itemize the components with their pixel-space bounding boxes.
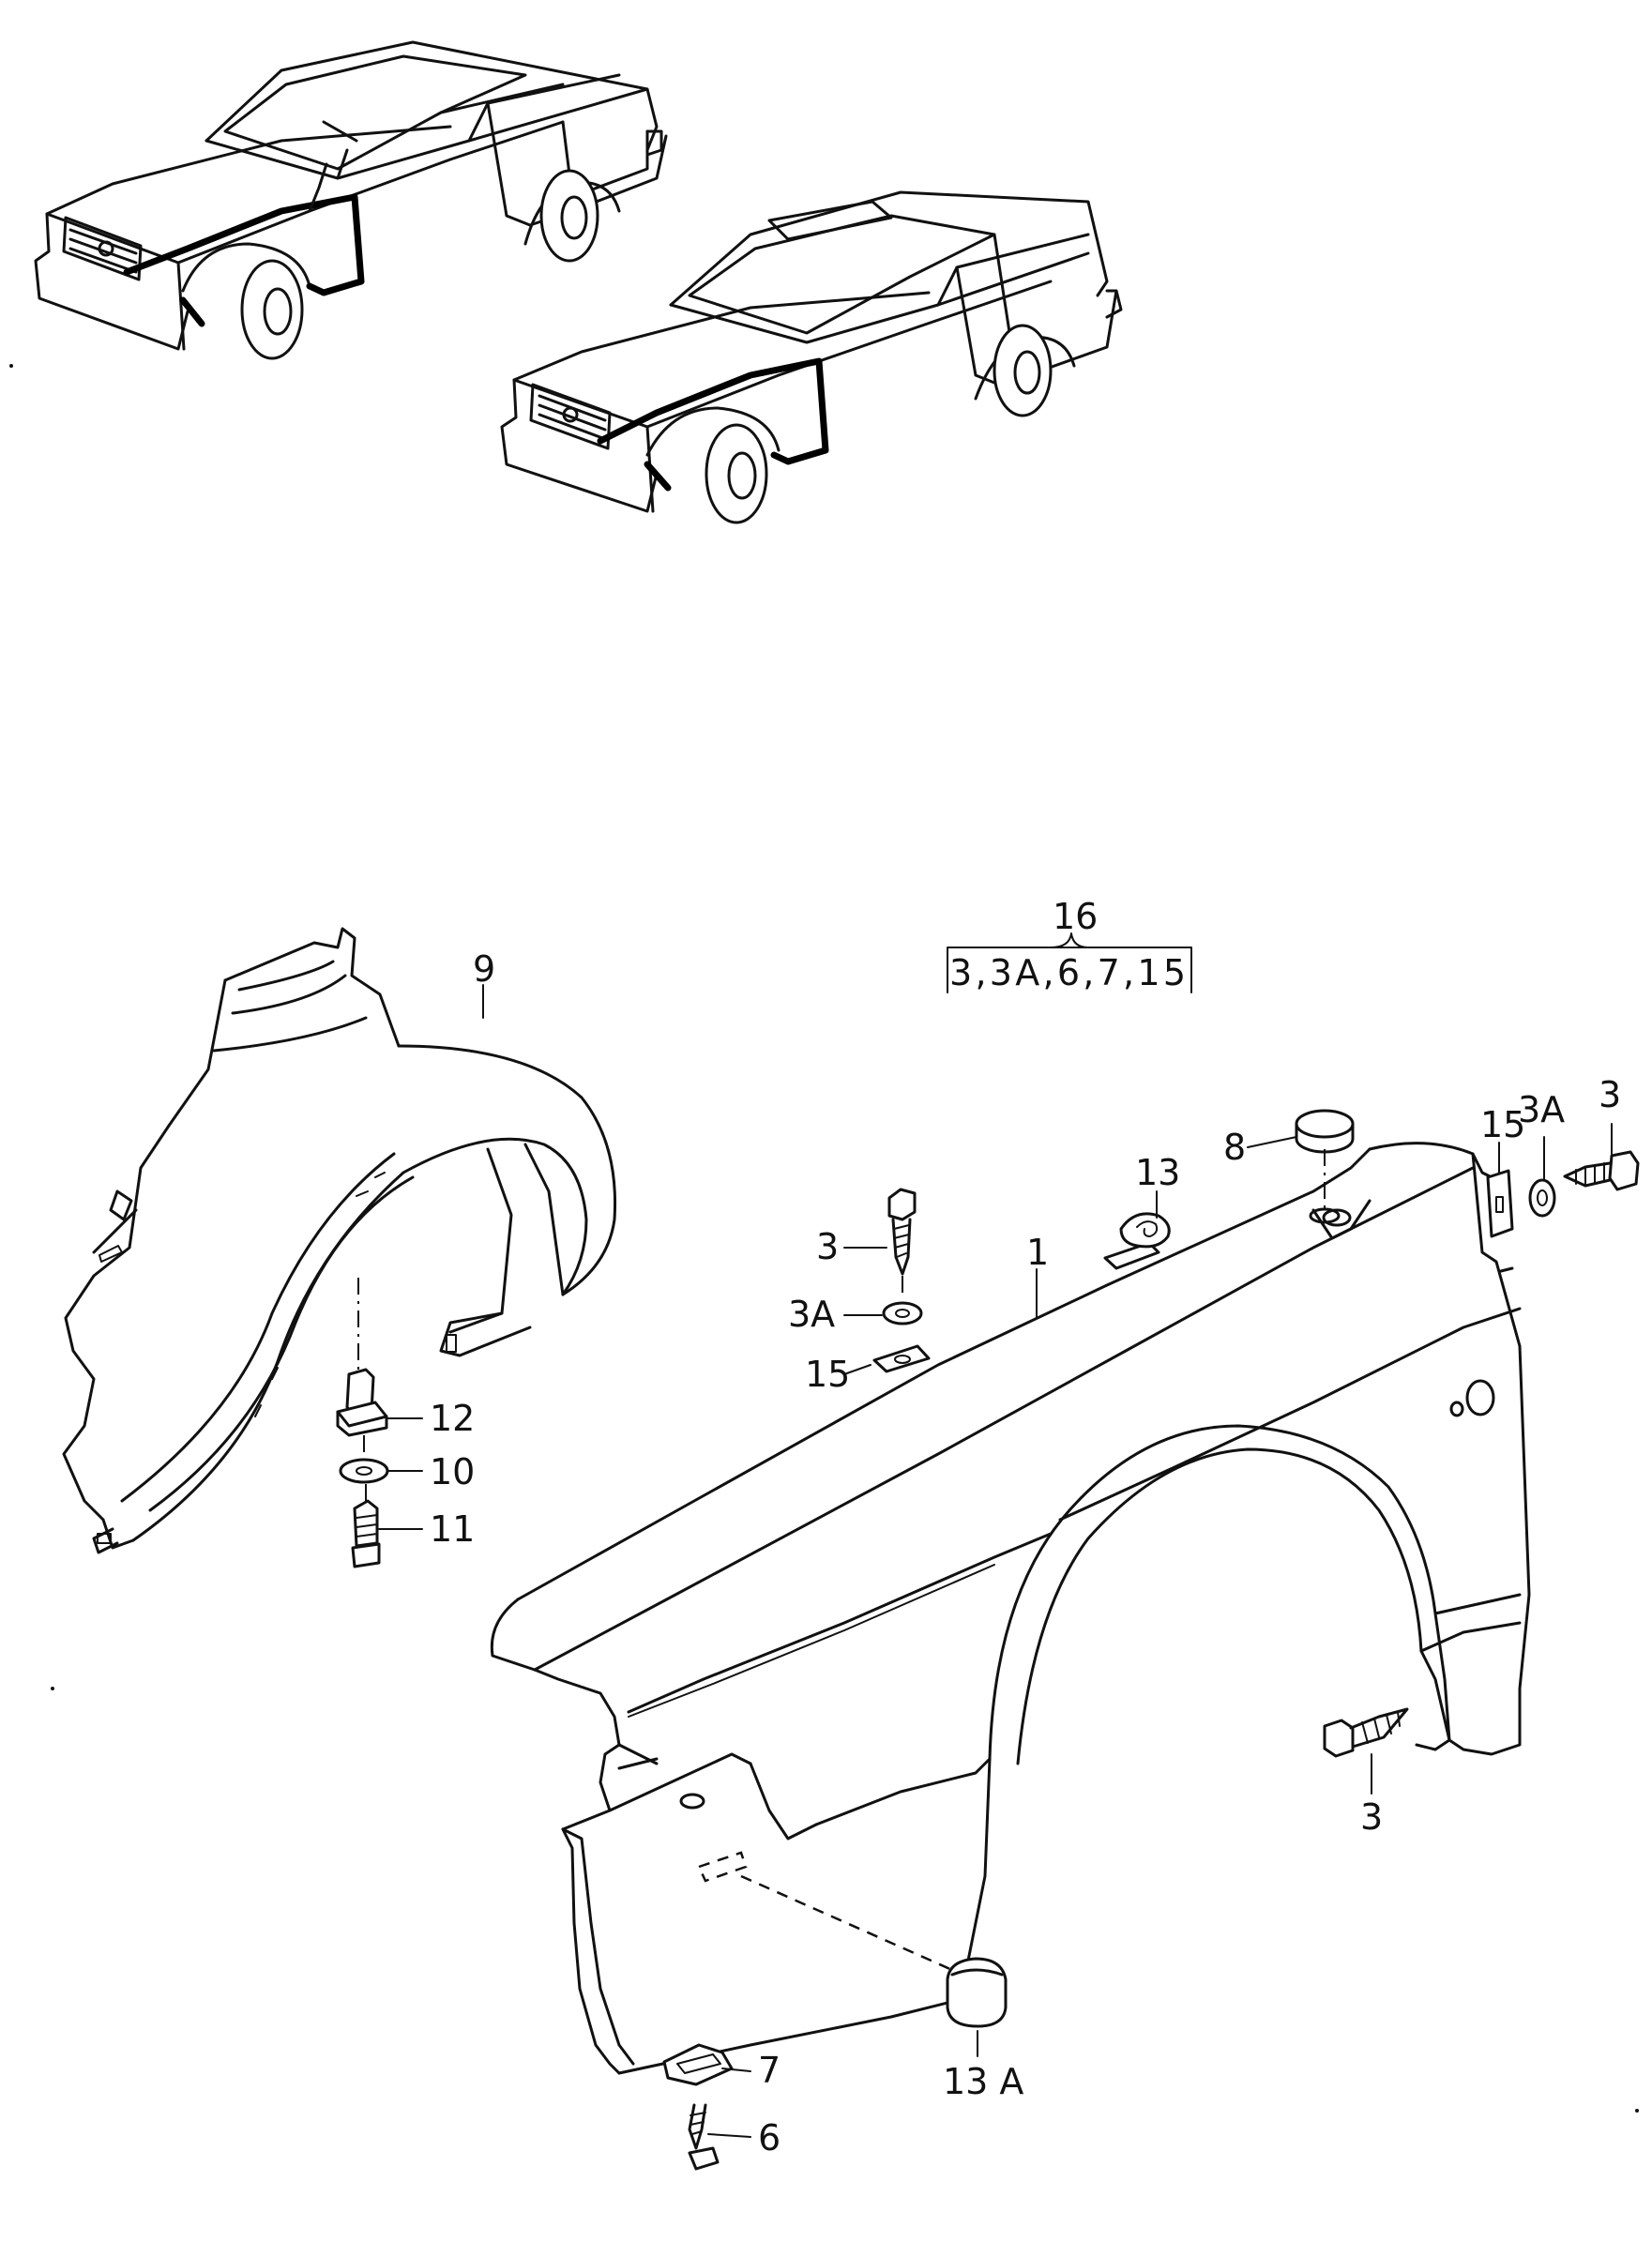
label-part-16-kit: 3,3A,6,7,15: [949, 952, 1186, 993]
label-part-3-top: 3: [816, 1226, 839, 1267]
label-part-8: 8: [1223, 1127, 1246, 1168]
fastener-set-right: [1486, 1150, 1640, 1238]
label-part-3-right: 3: [1599, 1074, 1621, 1115]
wagon-car-illustration: [500, 190, 1123, 524]
screw-bottom-right: [1323, 1707, 1409, 1758]
label-part-16: 16: [1053, 896, 1098, 937]
label-part-15-top: 15: [805, 1354, 850, 1395]
leader-lines: [378, 932, 1613, 2138]
label-part-11: 11: [430, 1508, 475, 1550]
hatchback-car-illustration: [34, 40, 668, 360]
label-part-10: 10: [430, 1451, 475, 1492]
callout-labels: 9 16 3,3A,6,7,15 8 13 15 3A 3 1 3 3A 15 …: [430, 896, 1621, 2159]
cap-part-8: [1295, 1109, 1355, 1224]
label-part-6: 6: [758, 2117, 781, 2159]
label-part-3a-right: 3A: [1518, 1089, 1565, 1130]
stray-dot: [1635, 2109, 1639, 2113]
label-part-13: 13: [1135, 1152, 1180, 1193]
stray-dot: [9, 364, 13, 368]
label-part-15-right: 15: [1480, 1104, 1525, 1145]
screw-part-11: [351, 1484, 381, 1568]
screw-part-6: [688, 2103, 720, 2171]
label-part-1: 1: [1026, 1232, 1049, 1273]
label-part-12: 12: [430, 1398, 475, 1439]
clip-part-7: [662, 2043, 734, 2086]
label-part-13a: 13 A: [943, 2061, 1023, 2102]
washer-part-10: [339, 1435, 389, 1484]
label-part-3-bottom: 3: [1360, 1796, 1383, 1838]
plug-part-13a: [946, 1957, 1008, 2028]
tape-part-13: [1103, 1212, 1171, 1270]
front-fender: [490, 1142, 1531, 2075]
label-part-9: 9: [473, 948, 495, 990]
stray-dot: [51, 1687, 54, 1690]
label-part-3a-top: 3A: [788, 1294, 835, 1335]
wheel-arch-liner: [62, 927, 617, 1554]
fastener-set-top: [872, 1188, 931, 1373]
label-part-7: 7: [758, 2050, 781, 2091]
nut-part-12: [336, 1278, 388, 1437]
